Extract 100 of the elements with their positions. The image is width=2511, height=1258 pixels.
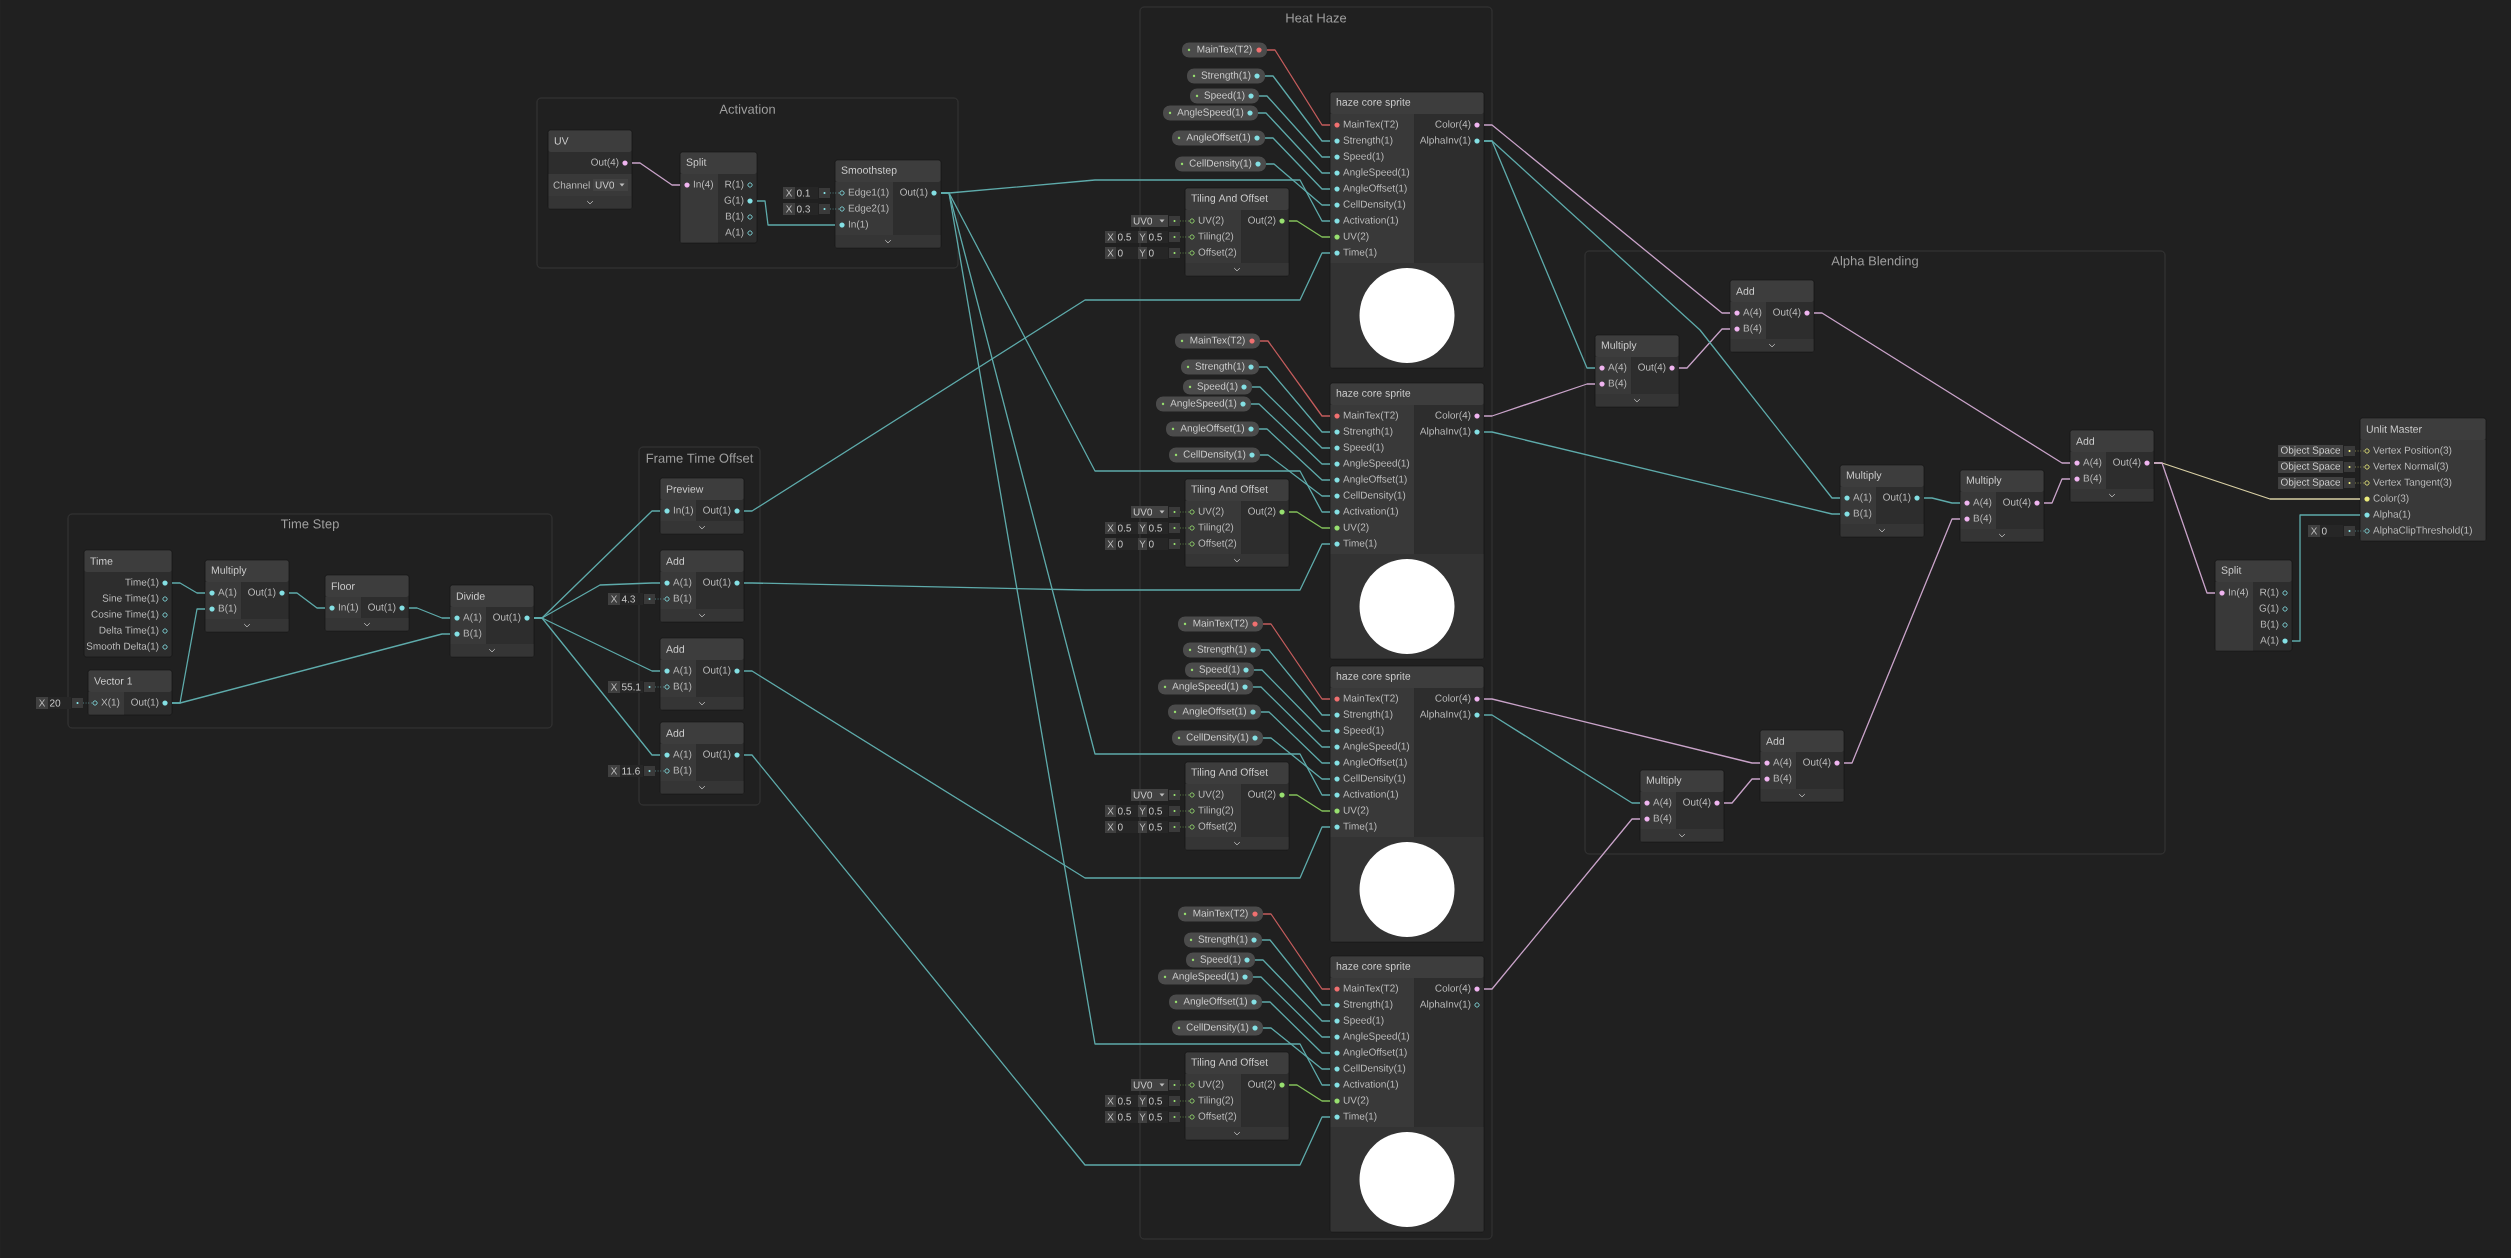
port-label: Color(3) [2373,494,2409,504]
shader-node [449,584,535,658]
group-frame [536,97,959,269]
port-label: AlphaClipThreshold(1) [2373,526,2472,536]
port-label: Offset(2) [1198,1112,1237,1122]
connector-line [1250,403,1331,465]
port-label: G(1) [2259,604,2279,614]
axis-label: X [608,593,620,605]
node-title: haze core sprite [1336,962,1411,972]
port-label: Speed(1) [1343,443,1384,453]
port-label: A(1) [673,750,692,760]
value-field: 0 [1147,538,1168,550]
shader-node [1729,279,1815,353]
node-title: haze core sprite [1336,98,1411,108]
connector-line [1252,976,1331,1038]
value-field: 0.5 [1147,821,1168,833]
node-title: Add [2076,437,2094,445]
port-label: R(1) [2260,588,2279,598]
axis-label: X [1105,1111,1116,1123]
field-label: Channel [553,181,590,189]
value-field: 0.5 [1116,805,1138,817]
port-label: AngleOffset(1) [1343,1048,1407,1058]
port-label: AlphaInv(1) [1419,710,1471,720]
connector-line [1262,623,1331,700]
connector-line [1262,913,1331,990]
port-label: Out(1) [703,666,731,676]
port-label: UV(2) [1343,806,1369,816]
port-label: A(1) [2260,636,2279,646]
connector-line [1678,328,1731,369]
dropdown-field: UV0 [1131,506,1168,518]
shader-node [204,559,290,633]
port-label: Cosine Time(1) [91,610,159,620]
axis-label: Y [1138,1111,1147,1123]
connector-line [1843,518,1961,764]
node-label: AngleSpeed(1) [1172,972,1239,982]
port-label: A(1) [1853,493,1872,503]
shader-node [659,549,745,623]
connector-line [1259,454,1331,497]
shader-node [87,669,173,716]
connector-line [743,670,1331,879]
dropdown-field: UV0 [1131,1079,1168,1091]
port-label: B(1) [1853,509,1872,519]
port-label: AngleOffset(1) [1343,475,1407,485]
axis-label: X [1105,1095,1116,1107]
connector-line [2153,462,2216,594]
port-label: Speed(1) [1343,152,1384,162]
port-label: Speed(1) [1343,726,1384,736]
axis-label: X [608,681,620,693]
dropdown-field: UV0 [593,179,628,191]
node-title: Tiling And Offset [1191,1058,1268,1068]
port-label: R(1) [725,180,744,190]
port-label: B(4) [1743,324,1762,334]
property-pill: Strength(1) [1184,932,1262,948]
shader-node [324,574,410,632]
port-label: In(1) [848,220,868,230]
axis-label: X [1105,247,1116,259]
port-label: Speed(1) [1343,1016,1384,1026]
port-label: Out(4) [591,158,619,168]
connector-line [1251,386,1331,449]
value-field: 0.5 [1147,805,1168,817]
port-label: Sine Time(1) [102,594,159,604]
port-label: Time(1) [125,578,159,588]
port-label: B(1) [463,629,482,639]
connector-line [408,607,451,619]
connector-line [1254,959,1331,1022]
dropdown-field: Object Space [2278,445,2343,457]
port-label: Out(1) [703,750,731,760]
connector-line [533,617,661,756]
node-title: Tiling And Offset [1191,768,1268,778]
shader-node [679,151,758,244]
node-title: Split [686,158,707,168]
port-label: Time(1) [1343,1112,1377,1122]
connector-line [1257,112,1331,174]
value-field: 11.6 [620,765,643,777]
connector-line [756,200,836,226]
port-label: Vertex Normal(3) [2373,462,2448,472]
shader-node [1639,769,1725,843]
connector-line [631,162,681,186]
port-label: UV(2) [1343,1096,1369,1106]
shader-node [1184,761,1290,851]
connector-line [1723,778,1761,804]
connector-line [1483,140,1841,499]
port-label: Edge2(1) [848,204,889,214]
node-title: Divide [456,592,485,600]
port-label: B(4) [1973,514,1992,524]
port-label: Edge1(1) [848,188,889,198]
value-field: 0.5 [1116,231,1138,243]
port-label: Strength(1) [1343,710,1393,720]
group-title: Heat Haze [1286,13,1347,23]
group-title: Frame Time Offset [646,453,754,463]
value-field: 0 [2320,525,2343,537]
port-label: Alpha(1) [2373,510,2411,520]
property-pill: AngleSpeed(1) [1156,396,1251,412]
port-label: Tiling(2) [1198,1096,1234,1106]
property-pill: CellDensity(1) [1172,1020,1263,1036]
connector-line [940,192,1331,1086]
node-title: Add [1766,737,1784,745]
axis-label: X [1105,538,1116,550]
shader-node [1329,91,1485,369]
axis-label: Y [1138,821,1147,833]
